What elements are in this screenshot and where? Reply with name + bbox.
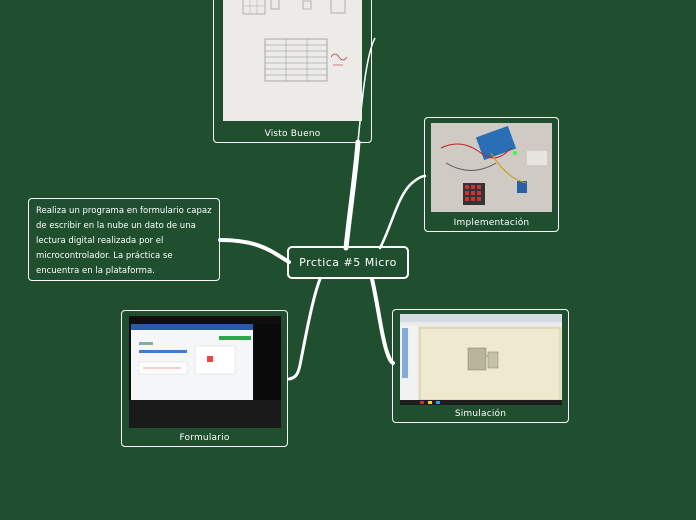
node-implementacion[interactable]: Implementación [424,117,559,232]
link-visto-bueno [343,139,361,251]
description-text: Realiza un programa en formulario capaz … [36,206,212,276]
formulario-image [129,316,281,428]
formulario-caption: Formulario [179,433,230,443]
simulacion-image [400,314,562,405]
node-simulacion[interactable]: Simulación [392,309,569,423]
visto-bueno-caption: Visto Bueno [264,129,321,139]
description-node[interactable]: Realiza un programa en formulario capaz … [28,198,220,281]
link-implementacion [378,174,427,250]
central-topic-label: Prctica #5 Micro [299,256,397,269]
central-topic[interactable]: Prctica #5 Micro [287,246,409,279]
link-description [218,238,291,264]
link-formulario [287,277,322,381]
node-formulario[interactable]: Formulario [121,310,288,447]
visto-bueno-image [223,0,362,121]
link-visto-bueno-tail [357,37,376,143]
implementacion-caption: Implementación [453,218,530,228]
link-simulacion [370,277,395,365]
implementacion-image [431,123,552,212]
simulacion-caption: Simulación [454,409,507,419]
node-visto-bueno[interactable]: Visto Bueno [213,0,372,143]
